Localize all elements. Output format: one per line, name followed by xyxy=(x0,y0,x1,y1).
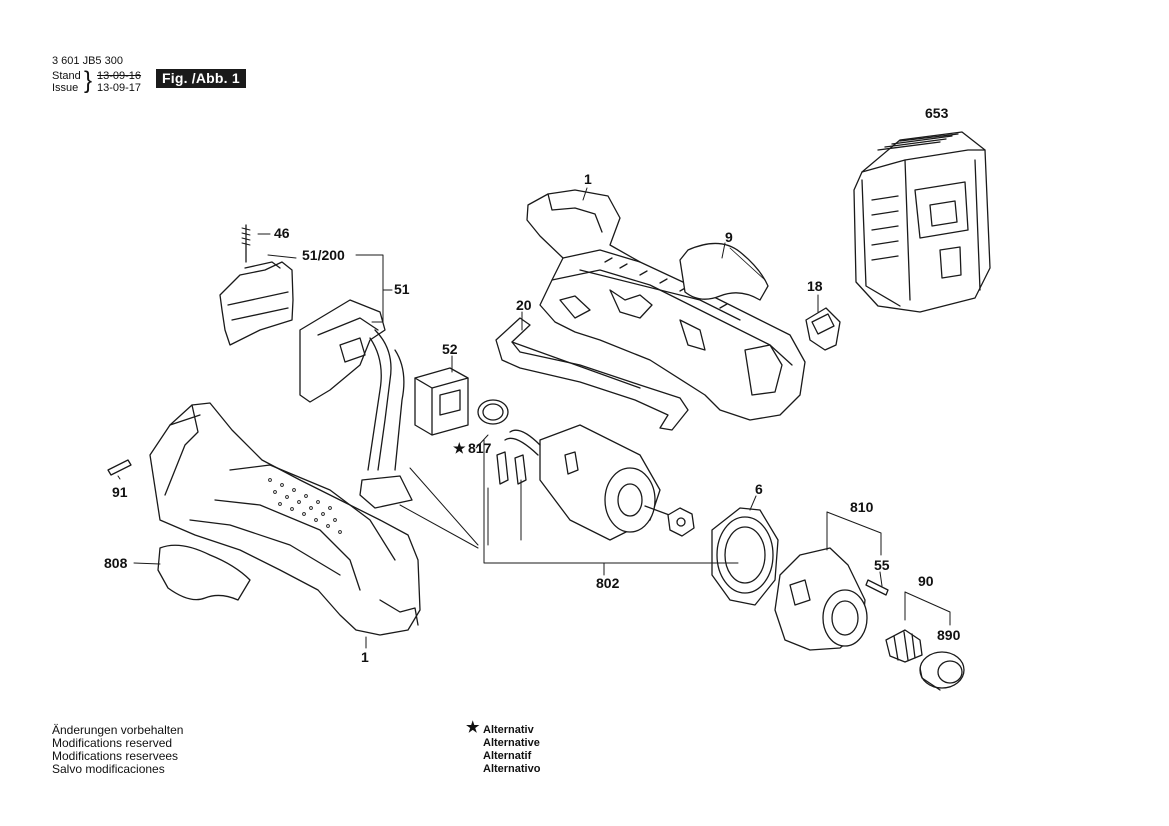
label-808-drawing xyxy=(157,544,251,601)
callout-810: 810 xyxy=(850,499,874,515)
callout-91: 91 xyxy=(112,484,128,500)
callout-808: 808 xyxy=(104,555,128,571)
alternative-de: Alternativ xyxy=(483,724,534,736)
callout-90: 90 xyxy=(918,573,934,589)
collet-drawing xyxy=(885,629,923,663)
issue-date: 13-09-17 xyxy=(97,82,142,94)
callout-653: 653 xyxy=(925,105,949,121)
callout-51: 51 xyxy=(394,281,410,297)
stand-date: 13-09-16 xyxy=(97,70,142,82)
callout-55: 55 xyxy=(874,557,890,573)
part-number: 3 601 JB5 300 xyxy=(52,55,123,67)
callout-52: 52 xyxy=(442,341,458,357)
brush-block-drawing xyxy=(414,367,469,436)
motor-drawing xyxy=(496,424,673,541)
collet-nut-drawing xyxy=(919,651,965,691)
gear-head-drawing xyxy=(774,547,868,651)
alternative-es: Alternativo xyxy=(483,763,541,775)
modifications-fr: Modifications reservees xyxy=(52,749,179,763)
battery-pack-drawing xyxy=(853,131,991,313)
modifications-de: Änderungen vorbehalten xyxy=(52,723,184,737)
screw-55-drawing xyxy=(865,579,889,596)
issue-label: Issue xyxy=(52,82,79,94)
ring-drawing xyxy=(477,399,509,425)
label-strip-drawing xyxy=(679,242,769,301)
bearing-cover-drawing xyxy=(711,507,779,606)
callout-1-top: 1 xyxy=(584,171,592,187)
alternative-en: Alternative xyxy=(483,737,540,749)
callout-46: 46 xyxy=(274,225,290,241)
callout-6: 6 xyxy=(755,481,763,497)
callout-890: 890 xyxy=(937,627,961,643)
alternative-star-icon: ★ xyxy=(466,719,480,736)
callout-802: 802 xyxy=(596,575,620,591)
brace-symbol: } xyxy=(84,67,93,94)
switch-holder-drawing xyxy=(219,224,294,346)
housing-top-half-drawing xyxy=(526,189,806,421)
housing-bottom-half-drawing xyxy=(149,402,421,636)
callout-817-star: ★ xyxy=(453,440,466,456)
alternative-fr: Alternatif xyxy=(483,750,532,762)
fan-gear-drawing xyxy=(667,507,695,537)
modifications-en: Modifications reserved xyxy=(52,736,173,750)
modifications-es: Salvo modificaciones xyxy=(52,762,165,776)
switch-drawing xyxy=(299,299,413,509)
callout-9: 9 xyxy=(725,229,733,245)
callout-1-bottom: 1 xyxy=(361,649,369,665)
callout-817: 817 xyxy=(468,440,492,456)
screw-91-drawing xyxy=(107,459,132,476)
leader-lines xyxy=(117,187,951,649)
rail-drawing xyxy=(495,317,689,431)
figure-label: Fig. /Abb. 1 xyxy=(156,69,246,88)
callout-20: 20 xyxy=(516,297,532,313)
stand-label: Stand xyxy=(52,70,81,82)
callout-18: 18 xyxy=(807,278,823,294)
callout-51-200: 51/200 xyxy=(302,247,345,263)
latch-part-drawing xyxy=(805,307,841,351)
